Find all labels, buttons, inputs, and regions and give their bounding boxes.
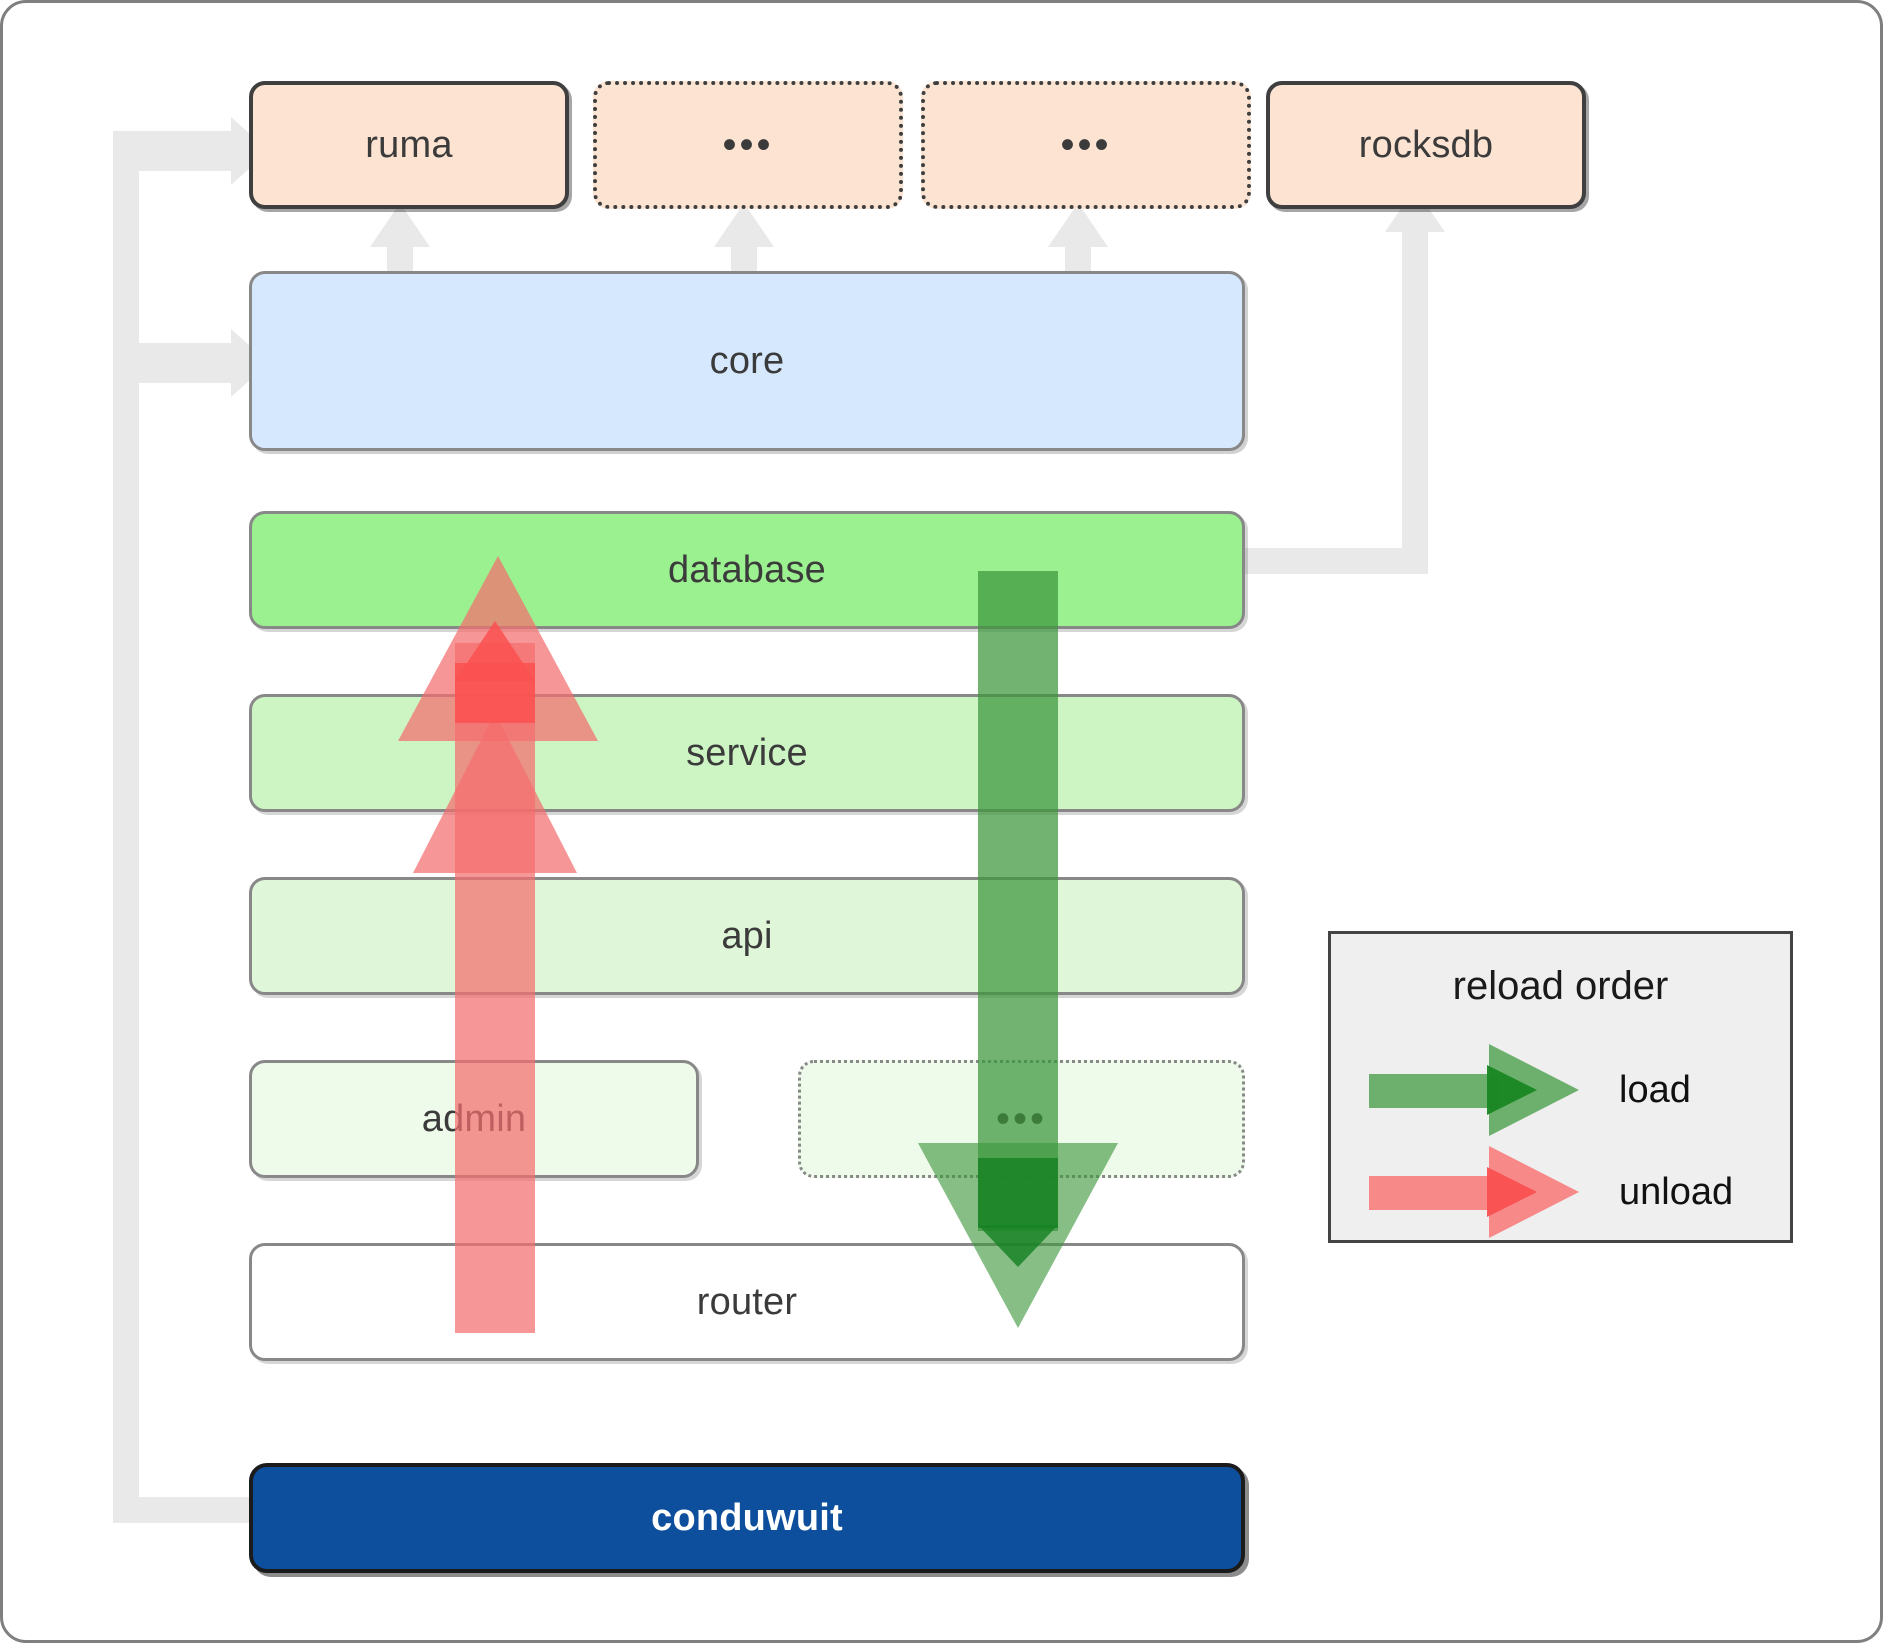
legend-label-load: load [1619, 1068, 1691, 1111]
legend-row-load: load [1369, 1044, 1769, 1136]
root-box-conduwuit[interactable]: conduwuit [249, 1463, 1245, 1573]
legend-title: reload order [1452, 964, 1669, 1008]
connector-database-to-right-rail [1218, 548, 1428, 574]
legend-panel: reload order load unload [1328, 931, 1793, 1243]
root-label-conduwuit: conduwuit [651, 1496, 843, 1539]
connector-root-bottom-segment [113, 1497, 253, 1523]
layer-box-ellipsis[interactable]: ••• [798, 1060, 1245, 1178]
unload-arrow-head-inner-shape [455, 621, 535, 681]
flow-arrow-unload [3, 3, 1880, 1640]
connector-to-core-stem [113, 343, 233, 383]
legend-row-unload: unload [1369, 1146, 1769, 1238]
layer-label-service: service [686, 731, 808, 774]
legend-label-unload: unload [1619, 1170, 1734, 1213]
layer-label-core: core [709, 339, 785, 382]
layer-box-service[interactable]: service [249, 694, 1245, 812]
layer-label-router: router [696, 1280, 798, 1323]
dependency-label-ellipsis-2: ••• [1060, 123, 1112, 167]
connector-core-to-dep2-arrowhead [714, 203, 774, 247]
connector-right-rail-vertical [1402, 228, 1428, 573]
layer-box-router[interactable]: router [249, 1243, 1245, 1361]
layer-box-admin[interactable]: admin [249, 1060, 699, 1178]
dependency-label-ruma: ruma [365, 123, 453, 166]
connector-core-to-ruma-arrowhead [370, 203, 430, 247]
layer-label-database: database [668, 548, 826, 591]
layer-label-api: api [721, 914, 773, 957]
unload-arrow-icon [1369, 1146, 1579, 1238]
dependency-box-ellipsis-1[interactable]: ••• [593, 81, 903, 209]
layer-box-api[interactable]: api [249, 877, 1245, 995]
layer-label-admin: admin [421, 1097, 527, 1140]
connector-to-ruma-stem [113, 131, 233, 171]
dependency-box-ellipsis-2[interactable]: ••• [921, 81, 1251, 209]
connector-core-to-dep3-arrowhead [1048, 203, 1108, 247]
layer-box-core[interactable]: core [249, 271, 1245, 451]
dependency-box-ruma[interactable]: ruma [249, 81, 569, 209]
layer-box-database[interactable]: database [249, 511, 1245, 629]
dependency-label-ellipsis-1: ••• [722, 123, 774, 167]
layer-label-ellipsis: ••• [995, 1097, 1047, 1141]
load-arrow-icon [1369, 1044, 1579, 1136]
dependency-box-rocksdb[interactable]: rocksdb [1266, 81, 1586, 209]
dependency-label-rocksdb: rocksdb [1358, 123, 1494, 166]
flow-arrow-load [3, 3, 1880, 1640]
